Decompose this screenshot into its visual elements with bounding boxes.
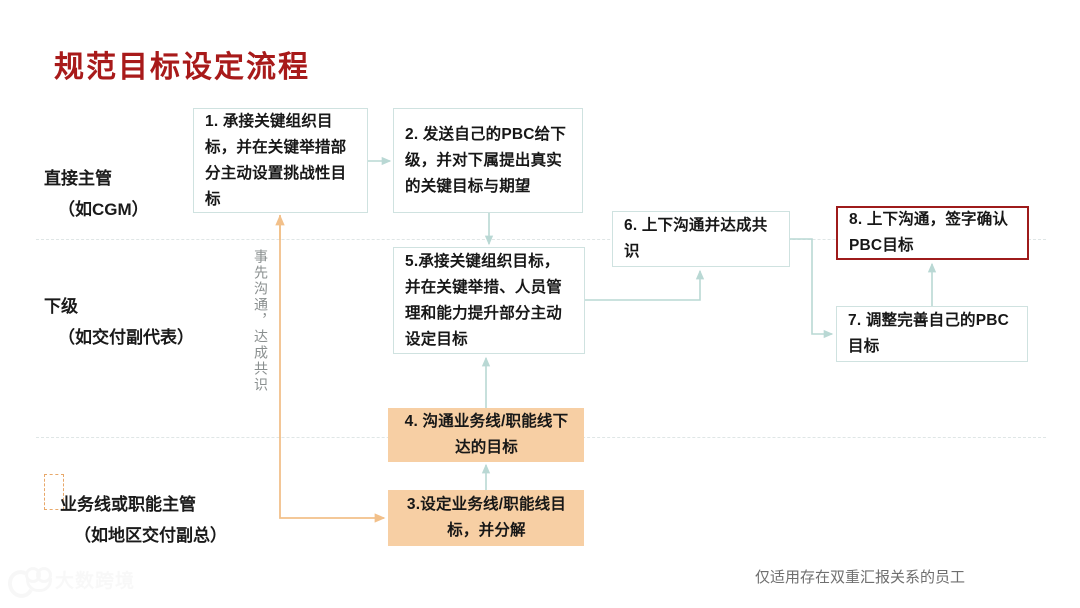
lane-example-business-line: （如地区交付副总） xyxy=(74,526,227,545)
process-box-2-text: 2. 发送自己的PBC给下级，并对下属提出真实的关键目标与期望 xyxy=(405,125,567,195)
connector-5-to-6 xyxy=(585,269,705,301)
logo-mark-icon xyxy=(4,566,52,601)
process-box-3-text: 3.设定业务线/职能线目标，并分解 xyxy=(406,496,567,539)
process-box-7[interactable]: 7. 调整完善自己的PBC目标 xyxy=(836,306,1028,362)
page-title: 规范目标设定流程 xyxy=(54,51,310,84)
connector-bizline-to-3 xyxy=(279,215,386,523)
watermark-text: 大数跨境 xyxy=(55,571,136,592)
connector-6-to-7 xyxy=(790,238,834,339)
orange-dashed-marker-icon xyxy=(44,474,64,510)
watermark-logo: 大数跨境 xyxy=(4,566,136,601)
process-box-2[interactable]: 2. 发送自己的PBC给下级，并对下属提出真实的关键目标与期望 xyxy=(393,108,583,213)
lane-divider-top xyxy=(36,239,1046,240)
process-box-6-text: 6. 上下沟通并达成共识 xyxy=(624,217,768,260)
process-box-8-text: 8. 上下沟通，签字确认PBC目标 xyxy=(849,211,1009,254)
process-box-7-text: 7. 调整完善自己的PBC目标 xyxy=(848,312,1010,355)
lane-label-business-line: 业务线或职能主管 （如地区交付副总） xyxy=(60,489,227,551)
process-box-5[interactable]: 5.承接关键组织目标，并在关键举措、人员管理和能力提升部分主动设定目标 xyxy=(393,247,585,354)
lane-example-subordinate: （如交付副代表） xyxy=(58,328,194,347)
process-box-3[interactable]: 3.设定业务线/职能线目标，并分解 xyxy=(388,490,584,546)
process-box-6[interactable]: 6. 上下沟通并达成共识 xyxy=(612,211,790,267)
process-box-4[interactable]: 4. 沟通业务线/职能线下达的目标 xyxy=(388,408,584,462)
lane-label-subordinate: 下级 （如交付副代表） xyxy=(44,291,194,353)
lane-role-business-line: 业务线或职能主管 xyxy=(60,495,196,514)
process-box-5-text: 5.承接关键组织目标，并在关键举措、人员管理和能力提升部分主动设定目标 xyxy=(405,252,563,348)
process-box-8[interactable]: 8. 上下沟通，签字确认PBC目标 xyxy=(836,206,1029,260)
lane-label-direct-manager: 直接主管 （如CGM） xyxy=(44,163,149,225)
process-box-4-text: 4. 沟通业务线/职能线下达的目标 xyxy=(404,413,569,456)
lane-example-direct-manager: （如CGM） xyxy=(58,200,149,219)
process-box-1[interactable]: 1. 承接关键组织目标，并在关键举措部分主动设置挑战性目标 xyxy=(193,108,368,213)
process-box-1-text: 1. 承接关键组织目标，并在关键举措部分主动设置挑战性目标 xyxy=(205,112,347,208)
lane-role-subordinate: 下级 xyxy=(44,297,78,316)
lane-role-direct-manager: 直接主管 xyxy=(44,169,112,188)
vertical-annotation-text: 事先沟通，达成共识 xyxy=(253,249,269,393)
footer-note: 仅适用存在双重汇报关系的员工 xyxy=(755,569,966,586)
